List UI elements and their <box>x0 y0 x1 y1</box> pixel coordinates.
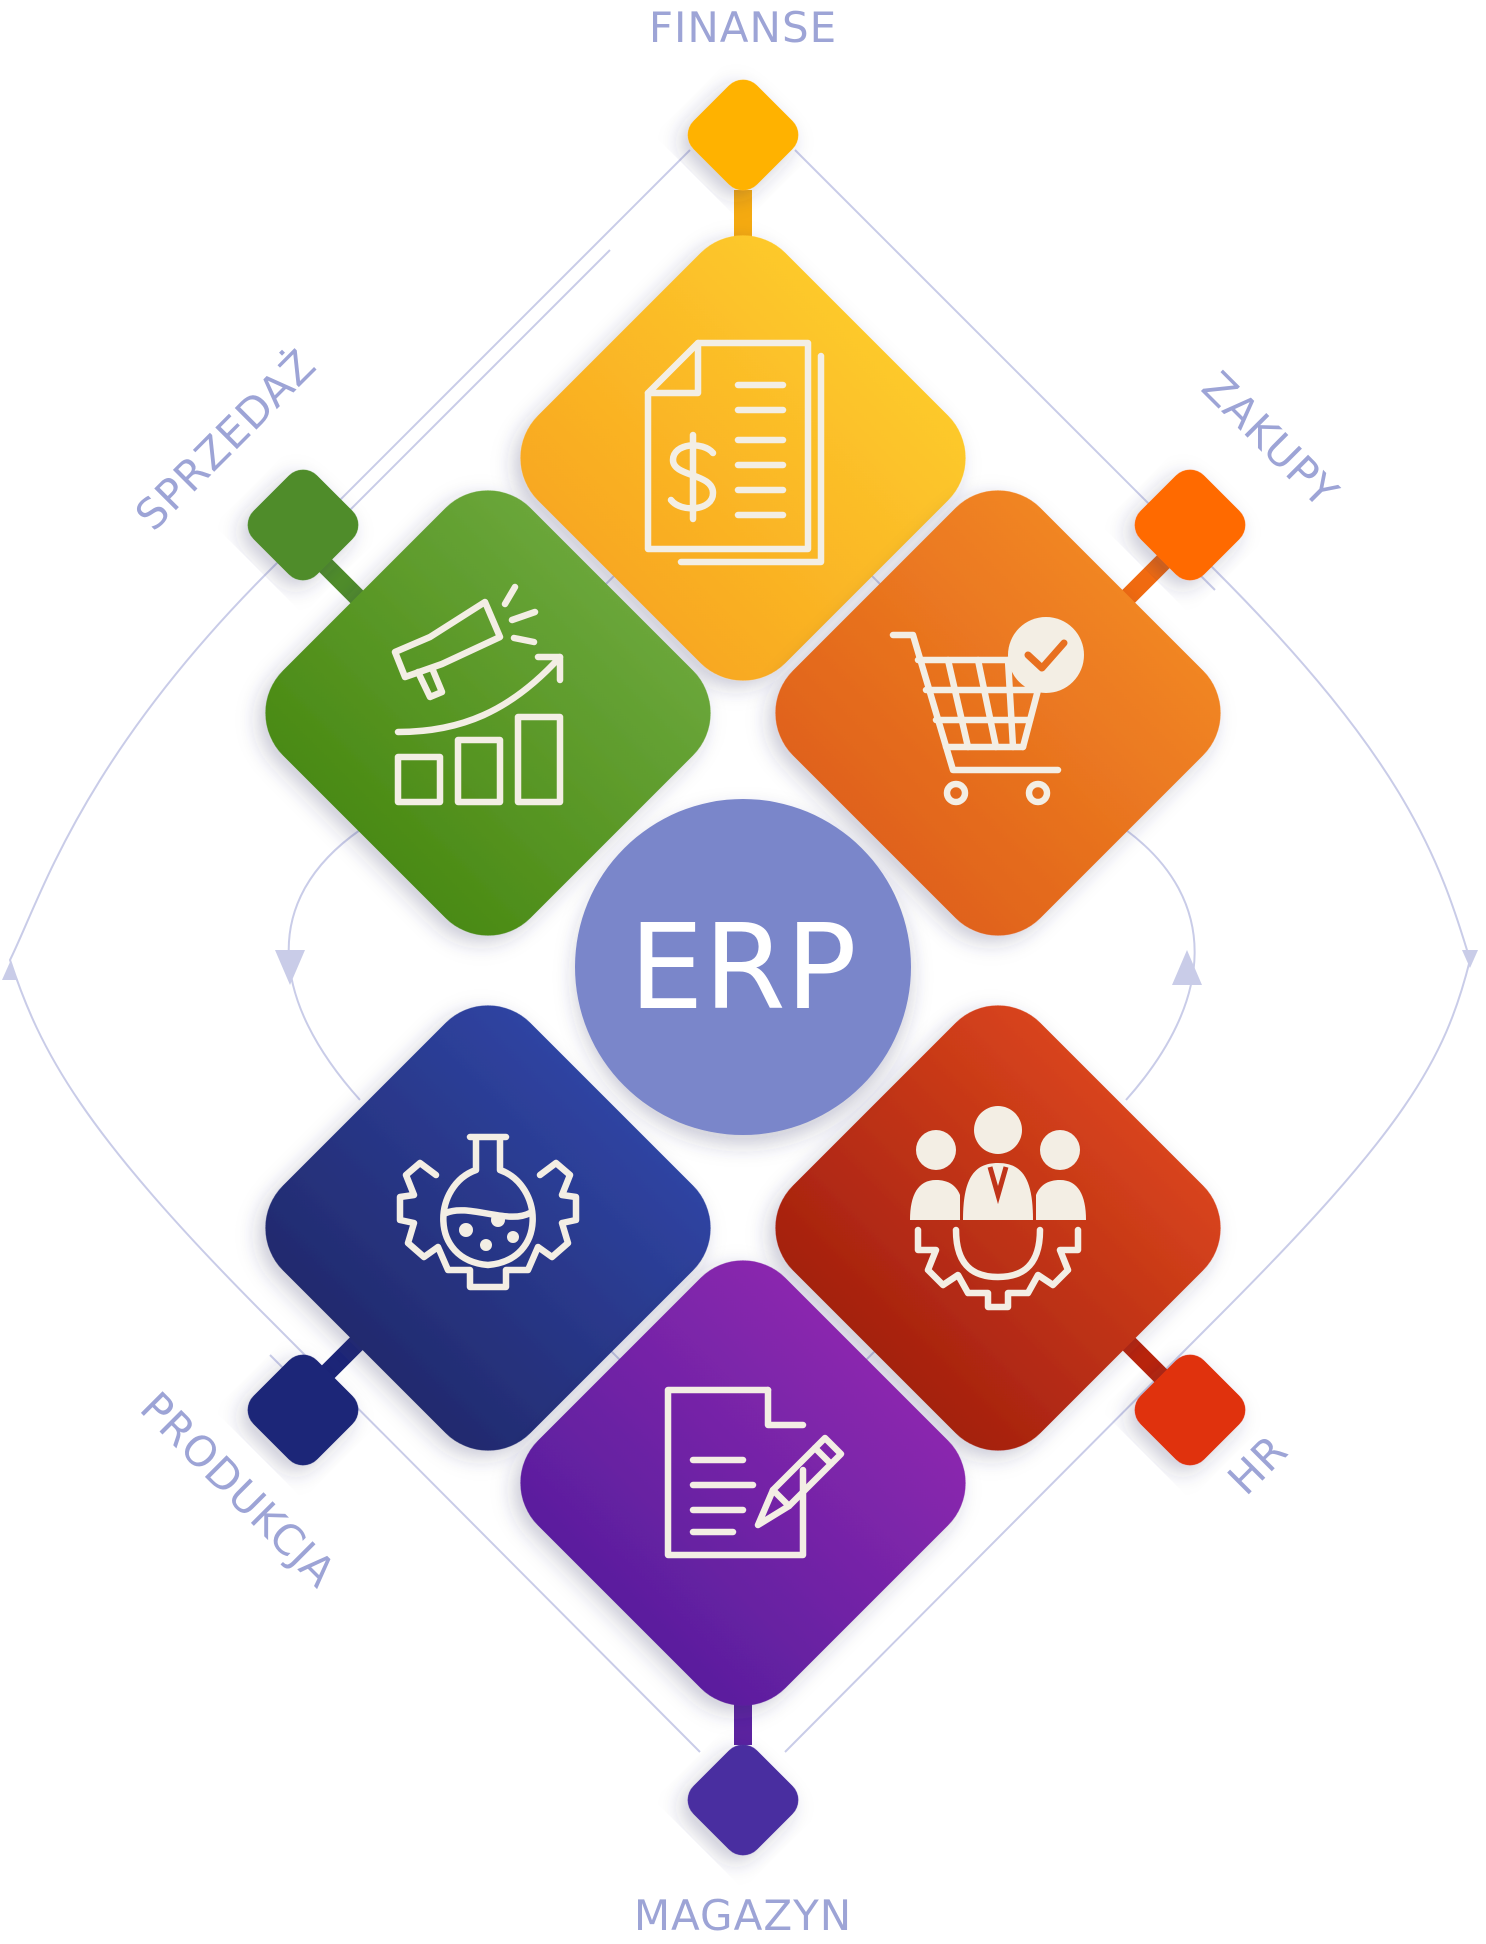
zakupy-node[interactable] <box>1126 461 1253 588</box>
inner-arc-left <box>287 829 361 1101</box>
label-magazyn: MAGAZYN <box>634 1891 852 1940</box>
megaphone-growth-icon <box>391 583 564 806</box>
label-hr: HR <box>1218 1425 1297 1504</box>
inner-arc-right <box>1125 829 1196 1101</box>
hr-node[interactable] <box>1126 1346 1253 1473</box>
sprzedaz-node[interactable] <box>239 461 366 588</box>
erp-center[interactable]: ERP <box>575 799 911 1135</box>
team-gear-icon <box>910 1106 1086 1311</box>
arrow-down-left-icon <box>275 950 305 985</box>
finanse-node[interactable] <box>679 71 806 198</box>
flask-gear-icon <box>396 1133 580 1291</box>
label-finanse: FINANSE <box>649 3 837 52</box>
hr-tile[interactable] <box>751 981 1246 1476</box>
arrow-up-right-icon <box>1172 950 1202 985</box>
produkcja-tile[interactable] <box>241 981 736 1476</box>
arrow-down-outer-right-icon <box>1462 950 1478 968</box>
outer-loop-left <box>8 149 701 1753</box>
flow-arrows <box>2 950 1478 985</box>
module-nodes <box>239 71 1253 1863</box>
finanse-tile[interactable] <box>496 211 991 706</box>
produkcja-node[interactable] <box>239 1346 366 1473</box>
erp-circle <box>575 799 911 1135</box>
invoice-dollar-icon <box>644 339 825 566</box>
sprzedaz-to-finanse-link <box>334 249 611 526</box>
zakupy-tile[interactable] <box>751 466 1246 961</box>
magazyn-node[interactable] <box>679 1736 806 1863</box>
erp-label: ERP <box>629 898 857 1036</box>
arrow-up-outer-left-icon <box>2 962 18 980</box>
document-pencil-icon <box>664 1386 845 1559</box>
cart-check-icon <box>889 617 1084 806</box>
